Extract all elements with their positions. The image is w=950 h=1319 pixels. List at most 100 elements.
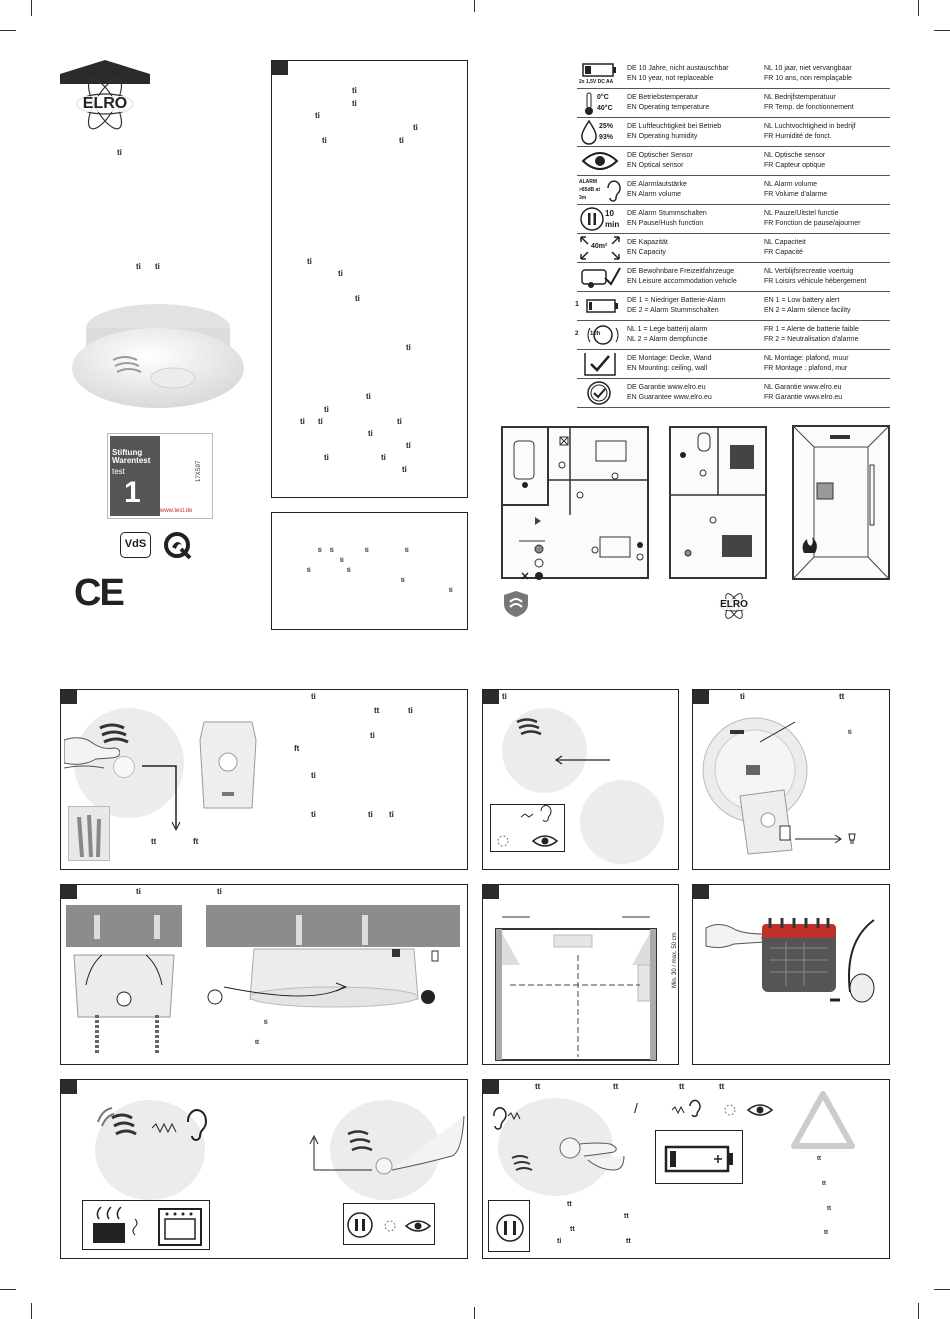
caravan-icon <box>579 264 621 290</box>
low-battery-icon <box>585 293 627 319</box>
ligature-ti: ti <box>368 429 373 438</box>
crop-mark <box>0 30 16 31</box>
ligature-ti: ti <box>370 731 375 740</box>
spec-en: EN Pause/Hush function <box>627 220 704 227</box>
low-battery-number: 1 <box>575 301 579 308</box>
spec-en: EN Guarantee www.elro.eu <box>627 394 712 401</box>
ligature-ti: ti <box>347 568 351 574</box>
spec-fr: FR 10 ans, non remplaçable <box>764 75 852 82</box>
ligature-ti: ti <box>264 1020 268 1026</box>
spec-de: DE Alarm Stummschalten <box>627 210 707 217</box>
low-battery-press-illustration <box>488 1100 628 1196</box>
indicator-box <box>490 804 565 852</box>
ligature-tt: tt <box>679 1082 685 1091</box>
ligature-ti: ti <box>355 294 360 303</box>
ligature-ti: ti <box>318 548 322 554</box>
crop-mark <box>31 1303 32 1319</box>
spec-fr: FR Loisirs véhicule hébergement <box>764 278 867 285</box>
crop-mark <box>474 0 475 12</box>
ligature-ti: ti <box>389 810 394 819</box>
spec-nl: NL Luchtvochtigheid in bedrijf <box>764 123 856 130</box>
box-marker <box>272 61 288 75</box>
ligature-ti: ti <box>365 548 369 554</box>
spec-row-guarantee: DE Garantie www.elro.eu EN Guarantee www… <box>577 379 890 408</box>
ligature-ti: ti <box>352 86 357 95</box>
step-marker <box>693 690 709 704</box>
ligature-ti: ti <box>408 706 413 715</box>
arrow-down <box>138 758 182 839</box>
spec-de: DE Montage: Decke, Wand <box>627 355 712 362</box>
smoke-detector-photo <box>68 290 248 420</box>
ear-flash-eye-icons <box>670 1098 774 1127</box>
detector-attach-illustration <box>204 905 462 1015</box>
spec-fr: FR Volume d'alarme <box>764 191 828 198</box>
hush-10h-icon <box>585 322 627 348</box>
elro-small-logo-text: ELRO <box>718 599 750 610</box>
spec-nl: NL Alarm volume <box>764 181 818 188</box>
spec-fr: FR Humidité de fonct. <box>764 133 832 140</box>
temperature-range: 0°C 40°C <box>597 94 613 112</box>
spec-nl: NL Bedrijfstemperatuur <box>764 94 836 101</box>
spec-nl: NL Montage: plafond, muur <box>764 355 849 362</box>
checkbox-icon <box>579 351 621 377</box>
low-battery-box <box>655 1130 743 1184</box>
battery-icon <box>579 61 621 87</box>
grade-one: 1 <box>124 476 141 509</box>
spec-en: DE 2 = Alarm Stummschalten <box>627 307 719 314</box>
spec-de: DE Luftfeuchtigkeit bei Betrieb <box>627 123 722 130</box>
ligature-ti: ti <box>406 441 411 450</box>
pause-box <box>488 1200 530 1252</box>
crop-mark <box>918 0 919 16</box>
ear-icon <box>150 1106 210 1155</box>
spec-en: EN Optical sensor <box>627 162 684 169</box>
arrow-left <box>552 752 612 770</box>
ligature-ti: ti <box>848 730 852 736</box>
hand-illustration <box>63 728 121 783</box>
ligature-tt: tt <box>817 1156 821 1162</box>
spec-fr: FR Capteur optique <box>764 162 826 169</box>
pause-icon <box>579 206 621 232</box>
alarm-volume-label: ALARM >85dB at 3m <box>579 179 600 201</box>
crop-mark <box>31 0 32 16</box>
spec-nl: NL Verblijfsrecreatie voertuig <box>764 268 854 275</box>
thermometer-icon <box>579 90 621 116</box>
spec-nl: NL Garantie www.elro.eu <box>764 384 842 391</box>
warentest-label: Warentest <box>112 456 151 465</box>
ligature-tt: tt <box>626 1238 631 1245</box>
spec-de: NL 1 = Lege batterij alarm <box>627 326 708 333</box>
ligature-ti: ti <box>315 111 320 120</box>
guarantee-icon <box>579 380 621 406</box>
floor-plan-upper <box>668 425 768 580</box>
test-button <box>113 756 135 778</box>
crop-mark <box>474 1307 475 1319</box>
spec-row-optical: DE Optischer Sensor EN Optical sensor NL… <box>577 147 890 176</box>
ligature-ti: ti <box>324 453 329 462</box>
ligature-ti: ti <box>311 810 316 819</box>
ligature-tt: tt <box>839 692 845 701</box>
vds-label: VdS <box>124 538 147 550</box>
stiftung-warentest-badge: Stiftung Warentest test 1 www.test.de 17… <box>107 433 213 519</box>
ligature-tt: tt <box>824 1230 828 1236</box>
capacity-value: 40m² <box>591 243 608 250</box>
battery-spec-label: 2x 1,5V DC AA <box>579 79 614 85</box>
spec-en: EN Operating humidity <box>627 133 698 140</box>
spec-nl: NL Optische sensor <box>764 152 826 159</box>
eye-icon <box>579 148 621 174</box>
ligature-ti: ti <box>401 578 405 584</box>
hush-10h-label: 2 10h <box>575 331 601 337</box>
stiftung-label: Stiftung <box>112 448 143 457</box>
ligature-tt: tt <box>719 1082 725 1091</box>
ligature-ti: ti <box>300 417 305 426</box>
ligature-ti: ti <box>340 558 344 564</box>
spec-fr: FR Garantie www.elro.eu <box>764 394 843 401</box>
wall-distance-label: Min. 30 / max. 50 cm <box>672 932 678 988</box>
arrow-right <box>795 832 865 851</box>
ligature-ti: ti <box>399 136 404 145</box>
ligature-ti: ti <box>740 692 745 701</box>
ligature-ti: ti <box>322 136 327 145</box>
test-url: www.test.de <box>160 508 193 514</box>
hush-finger-illustration <box>300 1100 468 1200</box>
ligature-tt: tt <box>535 1082 541 1091</box>
spec-en: EN Capacity <box>627 249 666 256</box>
spec-fr: FR Fonction de pause/ajourner <box>764 220 861 227</box>
